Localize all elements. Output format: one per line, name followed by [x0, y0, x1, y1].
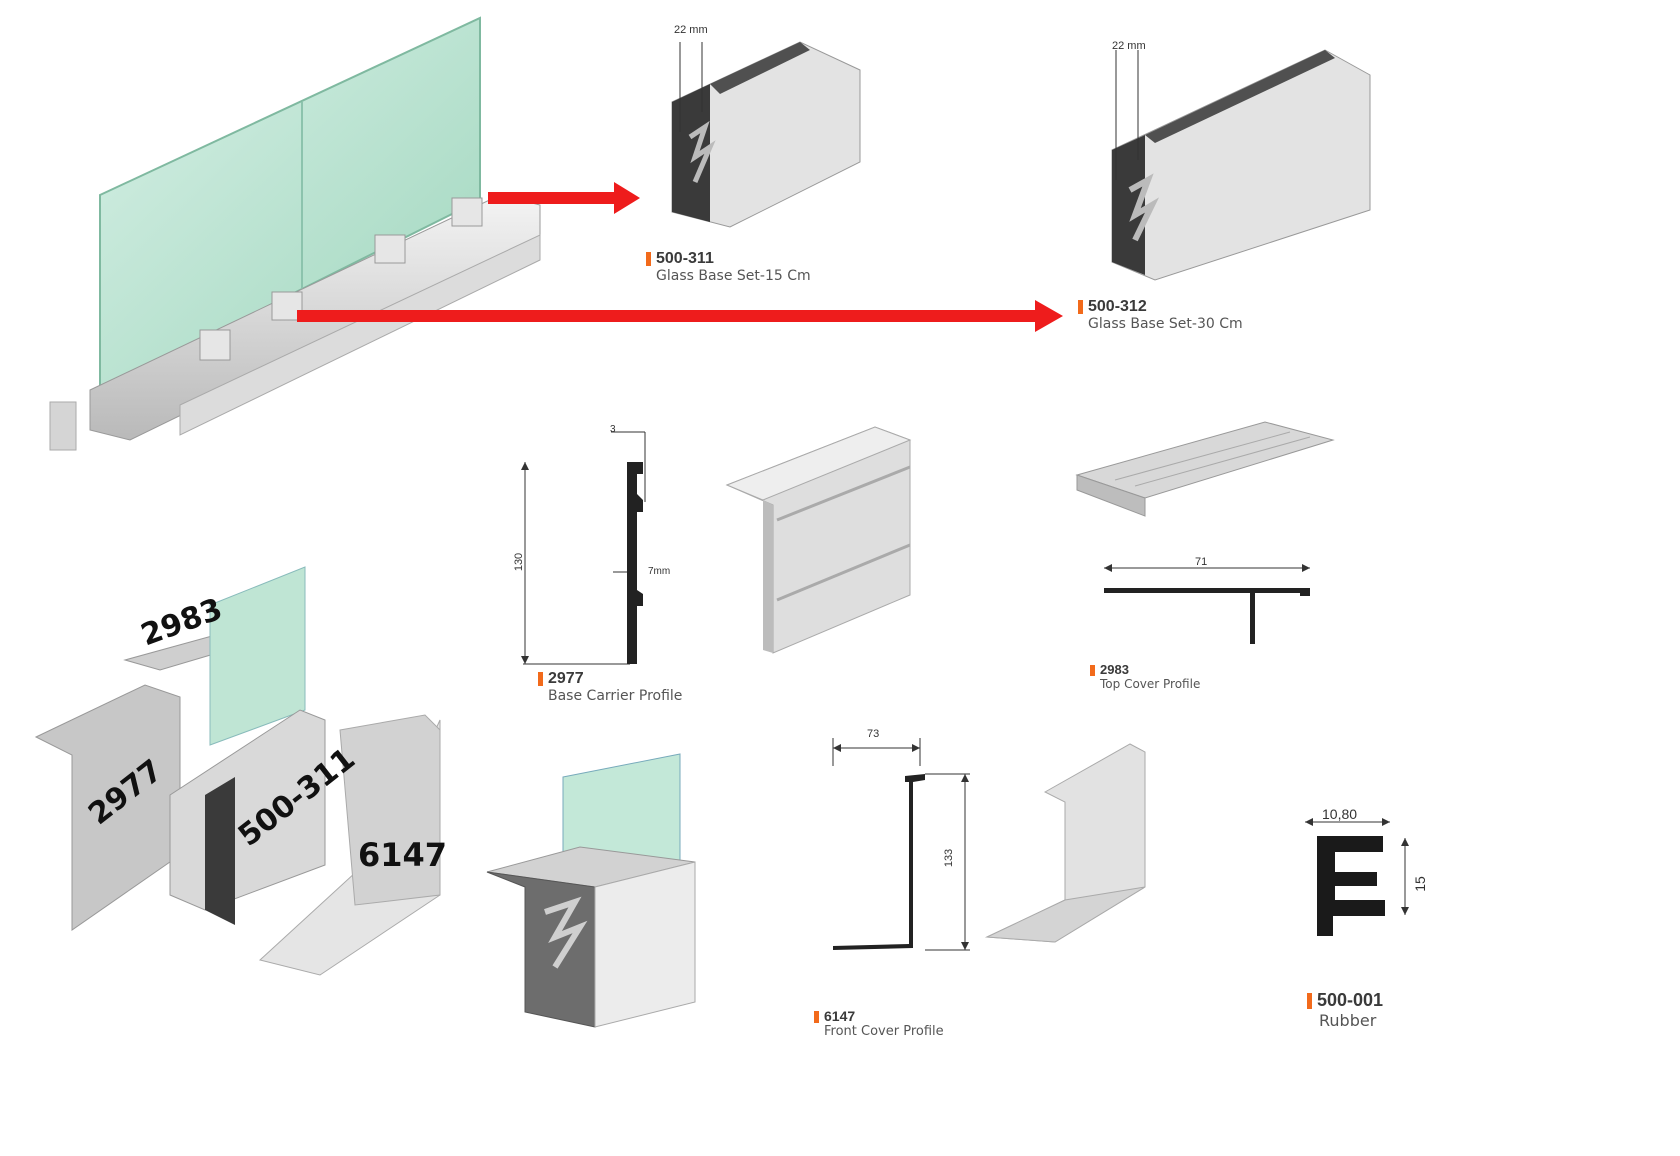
dim-22mm-b: 22 mm — [1112, 40, 1146, 52]
dim-73: 73 — [867, 728, 880, 740]
dim-71: 71 — [1195, 556, 1208, 568]
profile-2983-3d-drawing — [1075, 421, 1335, 517]
name-500-311: Glass Base Set-15 Cm — [656, 268, 811, 284]
dim-22mm-a: 22 mm — [674, 24, 708, 36]
arrow-to-500-312 — [297, 300, 1063, 332]
dim-15: 15 — [1411, 876, 1428, 892]
name-500-312: Glass Base Set-30 Cm — [1088, 316, 1243, 332]
profile-500-312-drawing — [1111, 49, 1371, 281]
assembled-section-drawing — [486, 753, 696, 1028]
name-2983: Top Cover Profile — [1100, 677, 1201, 691]
profile-500-311-drawing — [671, 41, 861, 228]
code-500-311: 500-311 — [656, 250, 714, 267]
profile-2983-section-drawing — [1104, 564, 1310, 644]
dim-130: 130 — [513, 552, 526, 572]
assembly-label-6147: 6147 — [358, 836, 448, 874]
label-500-311: 500-311 Glass Base Set-15 Cm — [646, 250, 811, 284]
arrow-to-500-311 — [488, 182, 640, 214]
code-2983: 2983 — [1100, 662, 1129, 677]
dim-7mm: 7mm — [648, 566, 671, 577]
label-2977: 2977 Base Carrier Profile — [538, 670, 682, 704]
name-6147: Front Cover Profile — [824, 1024, 944, 1039]
exploded-assembly-drawing — [34, 566, 441, 976]
profile-2977-3d-drawing — [725, 426, 912, 654]
name-500-001: Rubber — [1319, 1011, 1377, 1030]
label-2983: 2983 Top Cover Profile — [1090, 662, 1200, 691]
label-500-312: 500-312 Glass Base Set-30 Cm — [1078, 298, 1243, 332]
glass-railing-illustration — [49, 16, 541, 451]
profile-6147-3d-drawing — [985, 743, 1146, 943]
dim-1080: 10,80 — [1322, 806, 1358, 822]
code-2977: 2977 — [548, 670, 584, 687]
label-500-001: 500-001 Rubber — [1307, 990, 1383, 1030]
code-500-312: 500-312 — [1088, 298, 1147, 315]
label-6147: 6147 Front Cover Profile — [814, 1008, 944, 1039]
dim-3: 3 — [610, 424, 616, 435]
code-500-001: 500-001 — [1317, 990, 1384, 1010]
dim-133: 133 — [943, 848, 956, 868]
code-6147: 6147 — [824, 1008, 856, 1024]
profile-6147-section-drawing — [832, 738, 970, 951]
name-2977: Base Carrier Profile — [548, 688, 683, 704]
profile-2977-section-drawing — [521, 431, 646, 665]
profile-500-001-rubber-drawing — [1305, 818, 1409, 936]
